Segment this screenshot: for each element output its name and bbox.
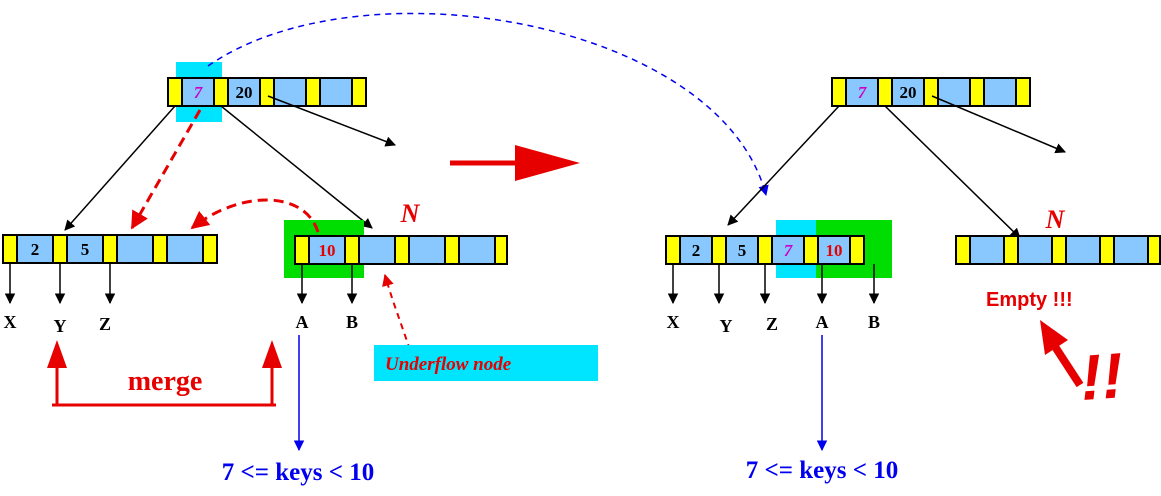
empty-label: Empty !!!	[986, 289, 1073, 311]
merged-key-7: 7	[784, 241, 794, 260]
before-leaf-b: B	[346, 312, 358, 332]
after-leaf-b: B	[868, 312, 880, 332]
after-empty-node	[955, 235, 1161, 265]
merged-key-10: 10	[826, 241, 843, 260]
before-root-key-1: 7	[194, 83, 204, 102]
after-leaf-x: X	[667, 312, 680, 332]
merge-label: merge	[128, 366, 203, 397]
before-leaf-y: Y	[54, 316, 67, 336]
after-leaf-y: Y	[720, 316, 733, 336]
before-underflow-key: 10	[319, 241, 336, 260]
after-state: 7 20 2 5 7 10	[665, 77, 1161, 484]
after-leaf-a: A	[816, 312, 829, 332]
exclaim-marks: !!	[1078, 339, 1126, 414]
merged-key-2: 2	[692, 241, 701, 260]
transition-arrow	[450, 145, 580, 181]
before-underflow-node: 10	[294, 235, 508, 265]
before-node-n-label: N	[400, 199, 421, 228]
before-left-key-2: 5	[81, 240, 90, 259]
underflow-label-box	[374, 345, 598, 381]
before-state: 7 20 2 5	[2, 62, 598, 486]
before-range-label: 7 <= keys < 10	[222, 459, 374, 486]
after-leaf-z: Z	[766, 314, 778, 334]
after-root-node: 7 20	[831, 77, 1031, 107]
after-root-key-1: 7	[858, 83, 868, 102]
after-root-key-2: 20	[900, 83, 917, 102]
before-root-node: 7 20	[167, 77, 367, 107]
merged-key-5: 5	[738, 241, 747, 260]
before-leaf-z: Z	[99, 314, 111, 334]
before-leaf-x: X	[4, 312, 17, 332]
after-node-n-label: N	[1045, 205, 1066, 234]
underflow-label: Underflow node	[385, 354, 512, 375]
before-leaf-a: A	[296, 312, 309, 332]
after-range-label: 7 <= keys < 10	[746, 457, 898, 484]
before-left-key-1: 2	[31, 240, 40, 259]
before-root-key-2: 20	[236, 83, 253, 102]
before-left-child-node: 2 5	[2, 234, 218, 264]
after-merged-node: 2 5 7 10	[665, 235, 865, 265]
empty-pointer-arrow	[1040, 320, 1084, 388]
